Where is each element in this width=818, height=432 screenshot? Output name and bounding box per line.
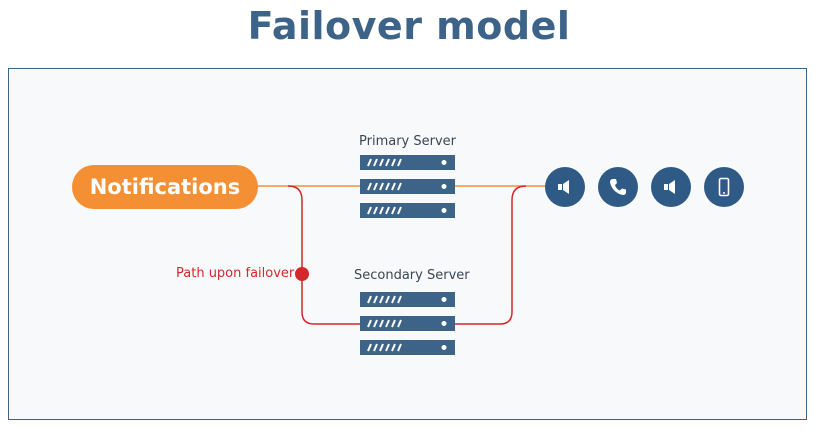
failover-path-label: Path upon failover [176, 266, 295, 281]
server-unit [360, 340, 455, 355]
failover-marker [295, 267, 309, 281]
failover-path-left [287, 185, 360, 325]
notifications-node: Notifications [72, 165, 258, 209]
primary-server-label: Primary Server [359, 134, 456, 149]
mobile-icon [718, 177, 730, 197]
diagram-frame [8, 68, 807, 420]
speaker-icon [664, 180, 675, 194]
server-unit [360, 179, 455, 194]
speaker-icon [558, 180, 569, 194]
device-mobile [704, 167, 744, 207]
device-phone [598, 167, 638, 207]
server-unit [360, 292, 455, 307]
page-title: Failover model [247, 4, 571, 48]
secondary-server [360, 292, 455, 355]
server-unit [360, 316, 455, 331]
primary-server [360, 155, 455, 218]
secondary-server-label: Secondary Server [354, 268, 470, 283]
device-speaker-2 [651, 167, 691, 207]
device-speaker-1 [545, 167, 585, 207]
server-unit [360, 155, 455, 170]
phone-icon [610, 179, 626, 195]
server-unit [360, 203, 455, 218]
failover-path-right [455, 185, 527, 325]
